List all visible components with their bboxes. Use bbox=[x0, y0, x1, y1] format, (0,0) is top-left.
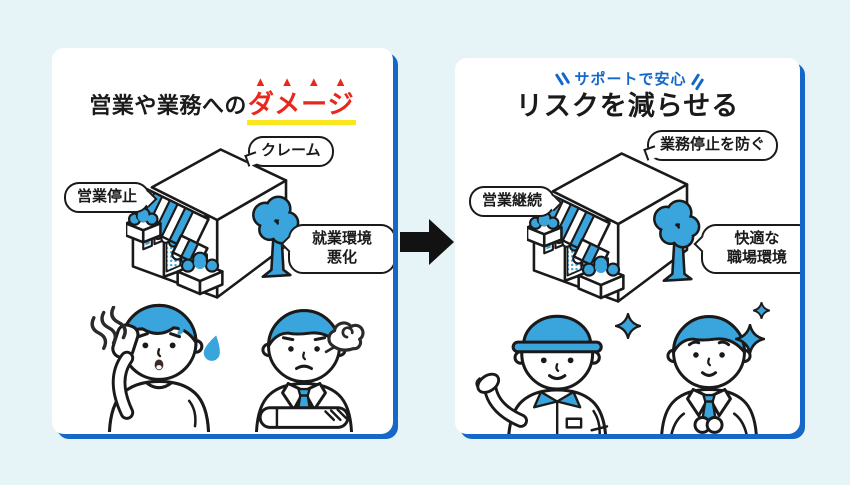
eye bbox=[169, 342, 176, 349]
frown-mouth bbox=[295, 364, 313, 371]
flower-box-left bbox=[527, 211, 563, 248]
speech-bubble-sales-continue: 営業継続 bbox=[469, 186, 563, 217]
smiling-worker-illustration bbox=[475, 314, 609, 434]
eyebrow bbox=[717, 340, 731, 347]
after-title: リスクを減らせる bbox=[455, 91, 800, 122]
sparkle-icon bbox=[735, 324, 765, 354]
before-title-damage: ダメージ bbox=[246, 89, 356, 125]
nose bbox=[555, 363, 560, 373]
arm bbox=[114, 353, 132, 417]
nose bbox=[302, 351, 307, 361]
badge-decor-left bbox=[555, 73, 565, 86]
sparkle-icon bbox=[753, 302, 770, 319]
arms-crossed-businessman-illustration bbox=[255, 309, 353, 432]
bubble-comfort-line2: 職場環境 bbox=[726, 248, 787, 266]
flower-box-front bbox=[577, 255, 625, 300]
smile-mouth bbox=[547, 374, 567, 381]
bubble-tail bbox=[244, 151, 260, 167]
store-roof bbox=[551, 152, 689, 226]
storefront-illustration bbox=[527, 152, 701, 303]
speech-bubble-prevent-stop: 業務停止を防ぐ bbox=[643, 130, 779, 161]
cap-brim bbox=[511, 340, 603, 354]
eye bbox=[567, 357, 574, 364]
relieved-businessman-illustration bbox=[660, 315, 758, 434]
speech-bubble-work-environment: 就業環境 悪化 bbox=[280, 224, 393, 274]
bubble-sales-stop-label: 営業停止 bbox=[77, 188, 138, 205]
open-hand bbox=[476, 372, 501, 394]
speech-bubble-comfort: 快適な 職場環境 bbox=[693, 224, 800, 274]
eye bbox=[540, 357, 547, 364]
smile-mouth bbox=[700, 371, 718, 377]
speech-bubble-sales-stop: 営業停止 bbox=[64, 182, 158, 213]
eyebrow bbox=[687, 340, 701, 347]
collar bbox=[533, 390, 559, 409]
forehead-sweat bbox=[177, 322, 184, 335]
nose bbox=[707, 357, 712, 367]
sleeve-cuff bbox=[590, 409, 609, 434]
flower-box-left bbox=[126, 207, 162, 244]
thumb bbox=[475, 377, 481, 389]
neckline bbox=[145, 381, 173, 390]
store-awning bbox=[129, 187, 210, 256]
bubble-workenv-line2: 悪化 bbox=[326, 248, 357, 266]
after-title-text: リスクを減らせる bbox=[515, 91, 740, 121]
sweating-man-illustration bbox=[107, 303, 211, 432]
crossed-arms bbox=[258, 406, 350, 429]
cap-dome bbox=[522, 314, 593, 347]
hair bbox=[120, 303, 198, 345]
bubble-prevent-label: 業務停止を防ぐ bbox=[660, 136, 766, 153]
transition-arrow bbox=[400, 216, 456, 268]
eyebrow bbox=[281, 336, 295, 342]
right-arrow-icon bbox=[400, 219, 454, 265]
eye bbox=[288, 346, 294, 352]
bubble-workenv-line1: 就業環境 bbox=[311, 230, 372, 247]
sigh-puff-icon bbox=[324, 321, 365, 354]
store-roof bbox=[150, 148, 288, 222]
nose bbox=[157, 348, 162, 358]
sleeve-seam bbox=[187, 399, 197, 428]
eyebrow bbox=[313, 336, 327, 342]
collar bbox=[555, 390, 582, 409]
before-title-prefix: 営業や業務への bbox=[89, 93, 247, 118]
chest-pocket bbox=[565, 417, 583, 429]
sweat-drop-icon bbox=[203, 335, 220, 361]
hand bbox=[705, 415, 724, 434]
eye bbox=[314, 346, 320, 352]
after-panel: サポートで安心 リスクを減らせる bbox=[455, 58, 800, 434]
bubble-comfort-line1: 快適な bbox=[734, 230, 780, 247]
flower-box-front bbox=[176, 251, 224, 296]
before-title: 営業や業務へのダメージ bbox=[52, 74, 393, 125]
tree-icon bbox=[653, 199, 701, 283]
badge-decor-right bbox=[690, 73, 700, 86]
eyebrow bbox=[169, 332, 181, 339]
eye bbox=[142, 342, 149, 349]
eye bbox=[693, 352, 699, 358]
speech-bubble-claim: クレーム bbox=[244, 136, 334, 167]
arm-seams bbox=[670, 412, 748, 434]
hand-hatching bbox=[324, 408, 348, 422]
support-badge-label: サポートで安心 bbox=[574, 71, 687, 88]
bubble-claim-label: クレーム bbox=[261, 142, 321, 159]
bubble-tail bbox=[643, 145, 659, 161]
storefront-illustration bbox=[126, 148, 300, 299]
hair bbox=[672, 315, 746, 354]
eyebrow bbox=[137, 332, 149, 339]
sparkle-icon bbox=[615, 313, 641, 339]
eye bbox=[719, 352, 725, 358]
stress-squiggle-icon bbox=[90, 306, 127, 350]
before-panel: 営業や業務へのダメージ bbox=[52, 48, 393, 434]
support-badge: サポートで安心 bbox=[455, 68, 800, 89]
bubble-continue-label: 営業継続 bbox=[482, 192, 543, 209]
